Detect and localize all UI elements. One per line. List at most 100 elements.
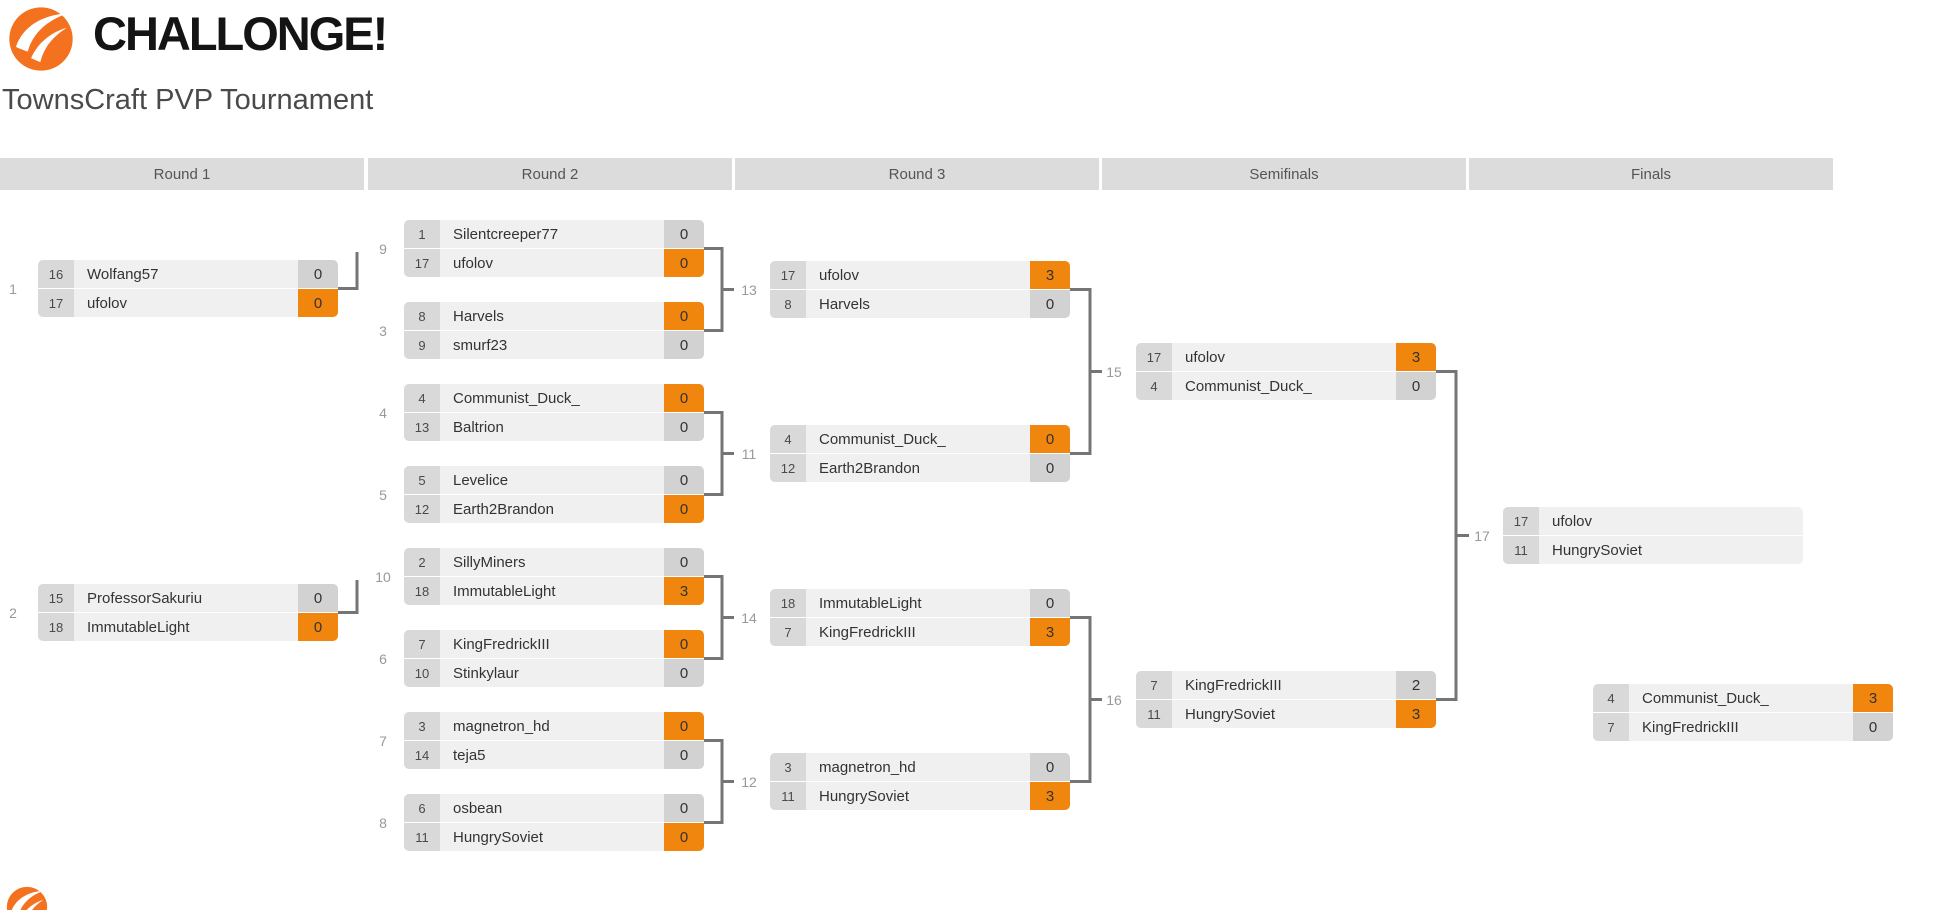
player-row[interactable]: 3 magnetron_hd 0 (770, 753, 1070, 781)
player-seed: 4 (770, 425, 806, 453)
round-header: Semifinals (1102, 158, 1466, 190)
player-row[interactable]: 17 ufolov 0 (38, 289, 338, 317)
player-score: 3 (1030, 618, 1070, 646)
match[interactable]: 4 Communist_Duck_ 3 7 KingFredrickIII 0 (1593, 684, 1893, 741)
player-seed: 11 (1136, 700, 1172, 728)
match[interactable]: 2 SillyMiners 0 18 ImmutableLight 3 (404, 548, 704, 605)
player-score: 2 (1396, 671, 1436, 699)
match-number-label: 11 (741, 445, 757, 462)
player-seed: 3 (770, 753, 806, 781)
challonge-logo-icon[interactable] (8, 6, 74, 72)
player-seed: 17 (1136, 343, 1172, 371)
match[interactable]: 16 Wolfang57 0 17 ufolov 0 (38, 260, 338, 317)
match[interactable]: 7 KingFredrickIII 0 10 Stinkylaur 0 (404, 630, 704, 687)
player-row[interactable]: 13 Baltrion 0 (404, 413, 704, 441)
player-row[interactable]: 8 Harvels 0 (404, 302, 704, 330)
player-name: ufolov (819, 266, 860, 284)
player-row[interactable]: 8 Harvels 0 (770, 290, 1070, 318)
match[interactable]: 3 magnetron_hd 0 14 teja5 0 (404, 712, 704, 769)
player-score: 0 (664, 548, 704, 576)
player-name: Communist_Duck_ (1185, 377, 1312, 395)
player-row[interactable]: 15 ProfessorSakuriu 0 (38, 584, 338, 612)
player-row[interactable]: 17 ufolov 3 (1136, 343, 1436, 371)
match[interactable]: 18 ImmutableLight 0 7 KingFredrickIII 3 (770, 589, 1070, 646)
player-name: KingFredrickIII (1642, 718, 1739, 736)
player-seed: 11 (770, 782, 806, 810)
player-row[interactable]: 16 Wolfang57 0 (38, 260, 338, 288)
player-seed: 7 (1136, 671, 1172, 699)
player-row[interactable]: 4 Communist_Duck_ 0 (770, 425, 1070, 453)
player-score: 0 (664, 220, 704, 248)
player-score: 0 (664, 794, 704, 822)
round-header: Finals (1469, 158, 1833, 190)
match[interactable]: 3 magnetron_hd 0 11 HungrySoviet 3 (770, 753, 1070, 810)
player-row[interactable]: 11 HungrySoviet (1503, 536, 1803, 564)
player-row[interactable]: 7 KingFredrickIII 0 (1593, 713, 1893, 741)
match[interactable]: 17 ufolov 3 8 Harvels 0 (770, 261, 1070, 318)
player-row[interactable]: 17 ufolov 0 (404, 249, 704, 277)
player-score: 3 (1030, 261, 1070, 289)
player-seed: 15 (38, 584, 74, 612)
brand-wordmark[interactable]: CHALLONGE! (93, 7, 388, 60)
player-row[interactable]: 17 ufolov (1503, 507, 1803, 535)
match-number-label: 10 (375, 568, 391, 585)
match[interactable]: 15 ProfessorSakuriu 0 18 ImmutableLight … (38, 584, 338, 641)
player-row[interactable]: 7 KingFredrickIII 0 (404, 630, 704, 658)
player-seed: 7 (770, 618, 806, 646)
player-seed: 9 (404, 331, 440, 359)
player-row[interactable]: 7 KingFredrickIII 3 (770, 618, 1070, 646)
player-row[interactable]: 9 smurf23 0 (404, 331, 704, 359)
player-name: Harvels (453, 307, 504, 325)
round-header: Round 2 (368, 158, 732, 190)
player-row[interactable]: 6 osbean 0 (404, 794, 704, 822)
player-row[interactable]: 12 Earth2Brandon 0 (770, 454, 1070, 482)
player-row[interactable]: 11 HungrySoviet 0 (404, 823, 704, 851)
page-title: TownsCraft PVP Tournament (2, 84, 374, 116)
match[interactable]: 17 ufolov 11 HungrySoviet (1503, 507, 1803, 564)
player-row[interactable]: 11 HungrySoviet 3 (770, 782, 1070, 810)
player-row[interactable]: 4 Communist_Duck_ 0 (404, 384, 704, 412)
player-row[interactable]: 17 ufolov 3 (770, 261, 1070, 289)
player-seed: 4 (1593, 684, 1629, 712)
player-row[interactable]: 10 Stinkylaur 0 (404, 659, 704, 687)
player-row[interactable]: 14 teja5 0 (404, 741, 704, 769)
player-name: osbean (453, 799, 503, 817)
player-row[interactable]: 12 Earth2Brandon 0 (404, 495, 704, 523)
player-name: Earth2Brandon (453, 500, 554, 518)
player-row[interactable]: 1 Silentcreeper77 0 (404, 220, 704, 248)
player-row[interactable]: 11 HungrySoviet 3 (1136, 700, 1436, 728)
player-row[interactable]: 18 ImmutableLight 3 (404, 577, 704, 605)
player-seed: 5 (404, 466, 440, 494)
player-name: KingFredrickIII (819, 623, 916, 641)
match[interactable]: 1 Silentcreeper77 0 17 ufolov 0 (404, 220, 704, 277)
player-row[interactable]: 7 KingFredrickIII 2 (1136, 671, 1436, 699)
player-name: ufolov (1552, 512, 1593, 530)
player-seed: 17 (404, 249, 440, 277)
player-score: 0 (1030, 454, 1070, 482)
challonge-footer-logo-icon[interactable] (6, 886, 48, 910)
player-row[interactable]: 4 Communist_Duck_ 0 (1136, 372, 1436, 400)
player-row[interactable]: 4 Communist_Duck_ 3 (1593, 684, 1893, 712)
flame-icon (6, 886, 48, 910)
match[interactable]: 8 Harvels 0 9 smurf23 0 (404, 302, 704, 359)
player-row[interactable]: 2 SillyMiners 0 (404, 548, 704, 576)
match[interactable]: 6 osbean 0 11 HungrySoviet 0 (404, 794, 704, 851)
match[interactable]: 4 Communist_Duck_ 0 12 Earth2Brandon 0 (770, 425, 1070, 482)
match-number-label: 5 (379, 486, 387, 503)
match[interactable]: 7 KingFredrickIII 2 11 HungrySoviet 3 (1136, 671, 1436, 728)
match[interactable]: 4 Communist_Duck_ 0 13 Baltrion 0 (404, 384, 704, 441)
player-row[interactable]: 18 ImmutableLight 0 (38, 613, 338, 641)
round-header: Round 1 (0, 158, 364, 190)
player-name: KingFredrickIII (1185, 676, 1282, 694)
player-row[interactable]: 5 Levelice 0 (404, 466, 704, 494)
player-name: Wolfang57 (87, 265, 159, 283)
player-seed: 17 (1503, 507, 1539, 535)
match[interactable]: 5 Levelice 0 12 Earth2Brandon 0 (404, 466, 704, 523)
match-number-label: 17 (1474, 527, 1490, 544)
player-score: 0 (1030, 290, 1070, 318)
player-row[interactable]: 3 magnetron_hd 0 (404, 712, 704, 740)
match[interactable]: 17 ufolov 3 4 Communist_Duck_ 0 (1136, 343, 1436, 400)
player-seed: 7 (404, 630, 440, 658)
player-row[interactable]: 18 ImmutableLight 0 (770, 589, 1070, 617)
